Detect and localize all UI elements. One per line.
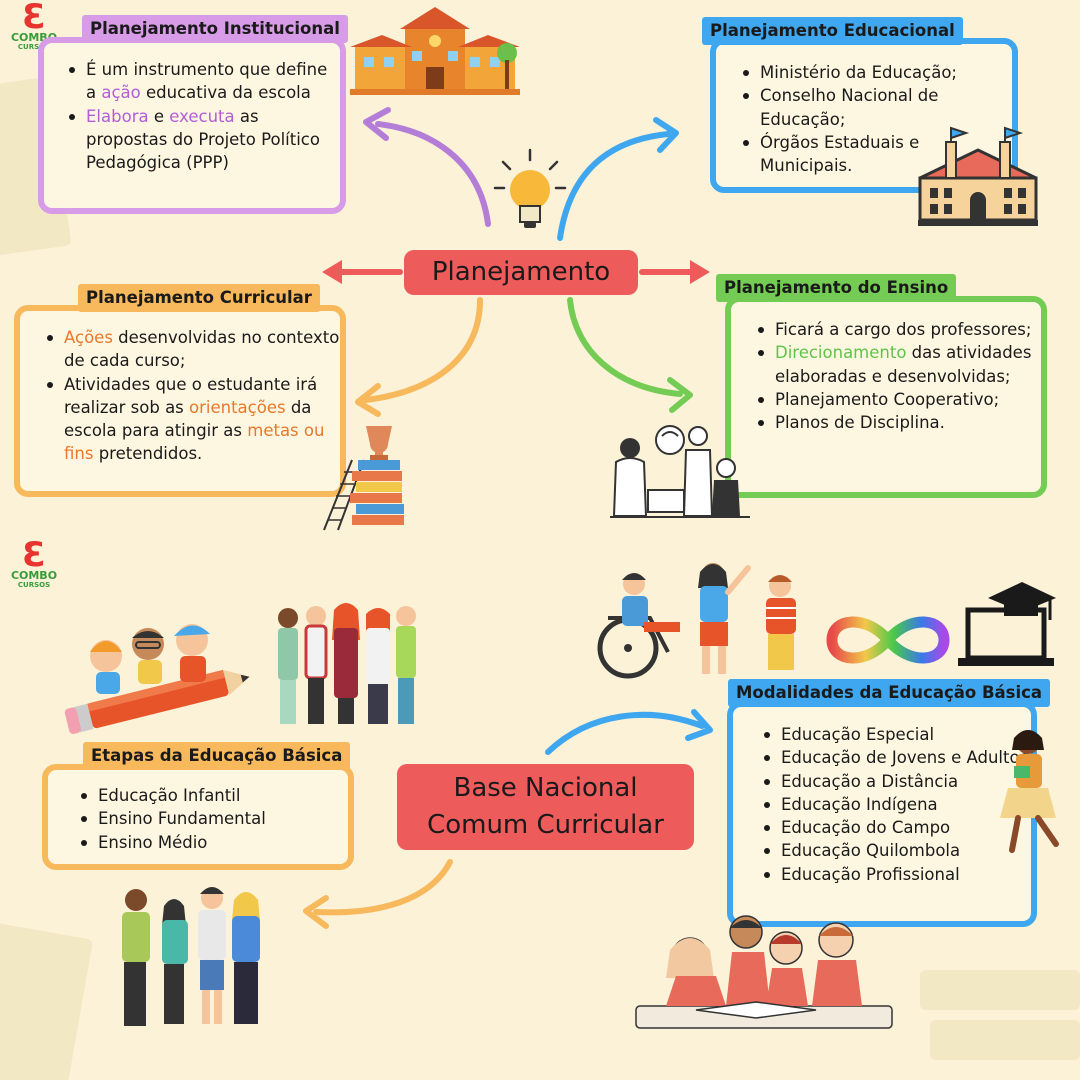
highlighted-term: metas ou fins xyxy=(64,421,325,464)
list-item: Ensino Fundamental xyxy=(81,807,358,830)
lightbulb-icon xyxy=(493,148,567,228)
list-item: Elabora e executa as propostas do Projet… xyxy=(69,105,336,175)
decorative-books-bottom-right xyxy=(920,970,1080,1060)
list-item: Educação do Campo xyxy=(764,816,1031,839)
brand-logo-top: Ɛ COMBO CURSOS xyxy=(3,0,65,51)
list-item: Conselho Nacional de Educação; xyxy=(743,84,980,131)
highlighted-term: Elabora xyxy=(86,106,149,126)
list-item: Planejamento Cooperativo; xyxy=(758,388,1055,411)
kids-pencil-icon xyxy=(64,624,250,734)
institucional-box: É um instrumento que define a ação educa… xyxy=(38,37,346,214)
arrow-to-etapas xyxy=(303,859,453,929)
list-item: Atividades que o estudante irá realizar … xyxy=(47,373,346,466)
list-item: Educação Indígena xyxy=(764,793,1031,816)
planejamento-node: Planejamento xyxy=(404,250,638,295)
students-studying-icon xyxy=(635,915,893,1029)
curricular-box: Ações desenvolvidas no contexto de cada … xyxy=(14,305,346,497)
decorative-notebook-bottom-left xyxy=(0,923,93,1080)
bncc-label-line-1: Base Nacional xyxy=(453,773,638,803)
list-item: É um instrumento que define a ação educa… xyxy=(69,58,336,105)
list-item: Educação Especial xyxy=(764,723,1031,746)
laptop-graduation-icon xyxy=(958,582,1056,666)
list-item: Ações desenvolvidas no contexto de cada … xyxy=(47,326,346,373)
inclusive-kids-icon xyxy=(597,563,796,679)
list-item: Planos de Disciplina. xyxy=(758,411,1055,434)
teens-group-icon xyxy=(278,603,416,724)
infinity-icon xyxy=(826,616,950,664)
curricular-list: Ações desenvolvidas no contexto de cada … xyxy=(40,326,346,466)
modalidades-title: Modalidades da Educação Básica xyxy=(728,679,1051,707)
highlighted-term: executa xyxy=(169,106,235,126)
horizontal-double-arrow xyxy=(322,260,710,284)
list-item: Direcionamento das atividades elaboradas… xyxy=(758,341,1055,388)
girl-books-icon xyxy=(1000,730,1059,853)
list-item: Educação a Distância xyxy=(764,770,1031,793)
ensino-title: Planejamento do Ensino xyxy=(716,274,957,302)
institucional-list: É um instrumento que define a ação educa… xyxy=(62,58,336,174)
bncc-node: Base Nacional Comum Curricular xyxy=(397,764,694,850)
list-item: Educação Infantil xyxy=(81,784,358,807)
arrow-to-curricular xyxy=(355,297,483,417)
brand-mark-icon: Ɛ xyxy=(22,0,46,37)
brand-logo-middle: Ɛ COMBO CURSOS xyxy=(3,535,65,589)
school-building-icon xyxy=(350,7,520,95)
highlighted-term: orientações xyxy=(189,397,286,417)
friends-group-icon xyxy=(122,887,260,1026)
ensino-list: Ficará a cargo dos professores;Direciona… xyxy=(751,318,1055,434)
list-item: Órgãos Estaduais e Municipais. xyxy=(743,131,980,178)
bncc-label-line-2: Comum Curricular xyxy=(427,810,664,840)
curricular-title: Planejamento Curricular xyxy=(78,284,320,312)
brand-subname: CURSOS xyxy=(17,581,51,589)
ensino-box: Ficará a cargo dos professores;Direciona… xyxy=(725,296,1047,498)
brand-mark-icon: Ɛ xyxy=(22,535,46,575)
etapas-title: Etapas da Educação Básica xyxy=(83,742,351,770)
list-item: Educação de Jovens e Adultos xyxy=(764,746,1031,769)
brand-subname: CURSOS xyxy=(17,43,51,51)
brand-name: COMBO xyxy=(10,569,58,582)
brand-name: COMBO xyxy=(10,31,58,44)
university-icon xyxy=(918,126,1038,226)
list-item: Educação Quilombola xyxy=(764,839,1031,862)
highlighted-term: Direcionamento xyxy=(775,343,907,363)
students-team-icon xyxy=(610,425,750,518)
educacional-list: Ministério da Educação;Conselho Nacional… xyxy=(736,61,980,177)
planejamento-label: Planejamento xyxy=(431,257,611,287)
highlighted-term: Ações xyxy=(64,328,113,347)
arrow-to-modalidades xyxy=(545,709,713,755)
educacional-title: Planejamento Educacional xyxy=(702,17,963,45)
list-item: Ficará a cargo dos professores; xyxy=(758,318,1055,341)
arrow-to-educacional xyxy=(557,117,679,241)
list-item: Educação Profissional xyxy=(764,863,1031,886)
arrow-to-ensino xyxy=(567,297,693,413)
list-item: Ensino Médio xyxy=(81,831,358,854)
list-item: Ministério da Educação; xyxy=(743,61,980,84)
highlighted-term: ação xyxy=(101,83,141,103)
institucional-title: Planejamento Institucional xyxy=(82,15,348,43)
trophy-books-icon xyxy=(323,426,404,531)
arrow-to-institucional xyxy=(363,107,491,227)
